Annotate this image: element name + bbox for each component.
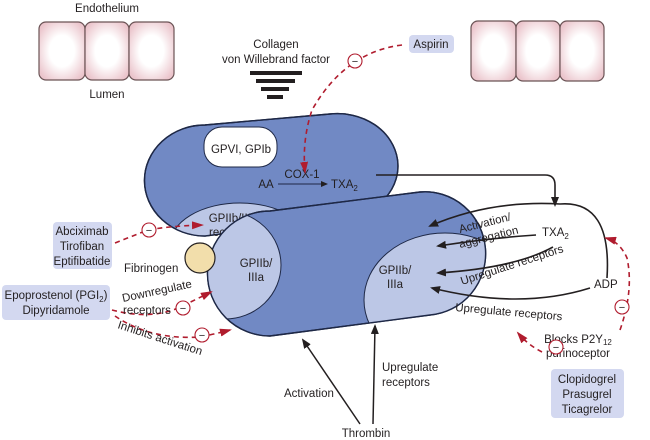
endothelial-cell <box>38 21 86 81</box>
thrombin-activation-label: Activation <box>284 388 334 400</box>
endothelium-label: Endothelium <box>75 3 139 15</box>
drug-clopidogrel: Clopidogrel <box>558 374 616 386</box>
inhibits-activation-label: Inhibits activation <box>116 319 204 358</box>
p2y12-inhibit-arrow-receptor <box>516 331 543 353</box>
drug-prasugrel: Prasugrel <box>562 389 611 401</box>
svg-text:−: − <box>352 56 358 68</box>
thrombin-label: Thrombin <box>342 428 391 440</box>
adp-upregulate-label: Upregulate receptors <box>455 302 563 323</box>
gp-right-line2: IIIa <box>387 279 404 291</box>
endothelial-cell <box>470 20 517 82</box>
thrombin-upregulate-line2: receptors <box>382 377 430 389</box>
gp-inhibitors-box <box>53 222 112 269</box>
gp-inhibit-symbol: − <box>141 222 157 238</box>
pgi2-box <box>2 285 110 320</box>
downregulate-label-2: receptors <box>123 305 171 317</box>
collagen-label: Collagen <box>253 39 298 51</box>
endothelial-cell <box>128 21 175 81</box>
endothelium-left <box>38 21 175 81</box>
p2y12-inhibit-symbol-lower: − <box>548 339 564 355</box>
txa2-upregulate-arrow <box>436 246 554 277</box>
fibrinogen-label: Fibrinogen <box>124 263 178 275</box>
fibrinogen-molecule <box>184 242 216 274</box>
endothelial-cell <box>84 21 130 81</box>
p2y12-inhibitors-box <box>551 369 624 418</box>
svg-text:−: − <box>180 303 186 315</box>
gp-left-line1: GPIIb/ <box>240 258 273 270</box>
svg-text:−: − <box>199 330 205 342</box>
aspirin-label: Aspirin <box>413 39 448 51</box>
inhibits-activation-arrow <box>114 315 232 339</box>
thrombin-upregulate-arrow <box>370 324 379 425</box>
activation-aggregation-arrow <box>428 202 609 279</box>
vwf-label: von Willebrand factor <box>222 54 330 66</box>
gp-right-line1: GPIIb/ <box>379 265 412 277</box>
adp-label: ADP <box>594 279 618 291</box>
svg-text:−: − <box>619 302 625 314</box>
lumen-label: Lumen <box>89 89 124 101</box>
cox1-label: COX-1 <box>284 169 319 181</box>
activation-inhibit-symbol: − <box>194 327 210 343</box>
txa2-mediator-label: TXA2 <box>542 227 569 241</box>
gp-inhibitor-arrow <box>114 221 204 244</box>
drug-ticagrelor: Ticagrelor <box>562 404 613 416</box>
thrombin-upregulate-line1: Upregulate <box>382 362 438 374</box>
endothelial-cell <box>559 20 605 82</box>
drug-dipyridamole: Dipyridamole <box>22 305 89 317</box>
drug-abciximab: Abciximab <box>55 226 108 238</box>
gp-left-line2: IIIa <box>248 272 265 284</box>
gp-iib-iiia-region-right <box>363 232 486 336</box>
aa-label: AA <box>258 179 274 191</box>
endothelial-cell <box>515 20 561 82</box>
svg-text:−: − <box>553 342 559 354</box>
txa2-release-arrow <box>376 174 559 207</box>
drug-eptifibatide: Eptifibatide <box>54 256 111 268</box>
gpvi-gpib-label: GPVI, GPIb <box>211 144 271 156</box>
subendothelium-bars-icon <box>250 71 302 99</box>
p2y12-inhibit-symbol-upper: − <box>614 299 630 315</box>
txa2-product-label: TXA2 <box>331 179 358 193</box>
adp-upregulate-arrow <box>430 286 591 300</box>
endothelium-right <box>470 20 605 82</box>
drug-epoprostenol: Epoprostenol (PGI2) <box>5 290 108 304</box>
aspirin-inhibition-arrow <box>300 44 403 174</box>
gpvi-gpib-receptor <box>203 126 278 168</box>
drug-tirofiban: Tirofiban <box>60 241 104 253</box>
svg-text:−: − <box>146 225 152 237</box>
downregulate-inhibit-symbol: − <box>175 300 191 316</box>
aspirin-box <box>409 35 454 53</box>
txa2-activation-arrow <box>436 234 537 249</box>
thrombin-activation-arrow <box>301 338 361 425</box>
aspirin-inhibit-symbol: − <box>347 53 363 69</box>
